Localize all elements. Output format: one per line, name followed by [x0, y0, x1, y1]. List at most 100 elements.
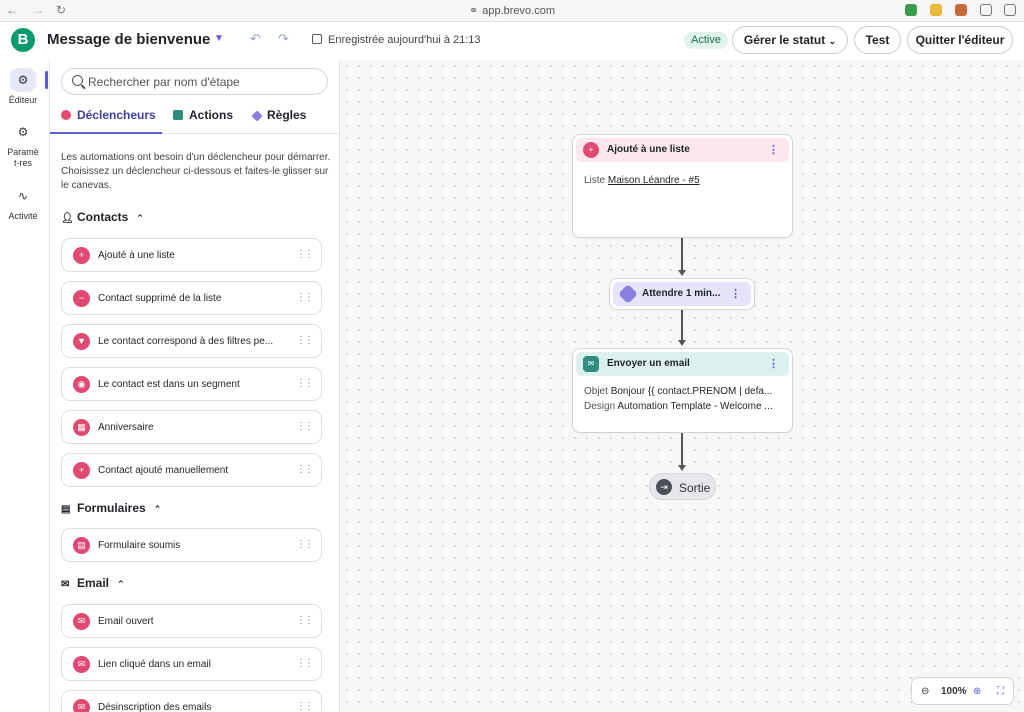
- clock-icon: [618, 284, 638, 304]
- section-email-header[interactable]: ✉Email⌃: [61, 576, 125, 590]
- extension-icon[interactable]: [955, 4, 967, 16]
- extension-icon[interactable]: [905, 4, 917, 16]
- list-item[interactable]: ✉ Lien cliqué dans un email ⋮⋮: [61, 647, 322, 681]
- connector-line: [681, 238, 683, 272]
- tab-label: Règles: [267, 108, 307, 122]
- rail-label: Paramèt-res: [7, 147, 39, 168]
- redo-icon[interactable]: ↷: [278, 31, 289, 46]
- field-label: Liste: [584, 175, 606, 186]
- list-item[interactable]: ◉ Le contact est dans un segment ⋮⋮: [61, 367, 322, 401]
- forward-icon[interactable]: →: [32, 3, 44, 17]
- reload-icon[interactable]: ↻: [56, 3, 67, 17]
- address-bar[interactable]: ⚭app.brevo.com: [0, 4, 1024, 17]
- drag-handle-icon[interactable]: ⋮⋮: [296, 292, 314, 303]
- zoom-out-icon[interactable]: ⊖: [921, 686, 930, 697]
- url-text: app.brevo.com: [482, 5, 555, 17]
- rail-item-settings[interactable]: ⚙ Paramèt-res: [0, 120, 46, 169]
- wait-node[interactable]: Attendre 1 min... ⋮: [609, 278, 755, 310]
- section-title: Contacts: [77, 210, 129, 224]
- test-button[interactable]: Test: [854, 26, 901, 54]
- drag-handle-icon[interactable]: ⋮⋮: [296, 464, 314, 475]
- quit-editor-button[interactable]: Quitter l'éditeur: [907, 26, 1013, 54]
- list-item[interactable]: ▼ Le contact correspond à des filtres pe…: [61, 324, 322, 358]
- send-email-node[interactable]: ✉ Envoyer un email ⋮ Objet Bonjour {{ co…: [572, 348, 793, 433]
- node-title: Attendre 1 min...: [642, 288, 721, 299]
- intro-text: Les automations ont besoin d'un déclench…: [61, 152, 331, 191]
- drag-handle-icon[interactable]: ⋮⋮: [296, 701, 314, 712]
- exit-node[interactable]: ⇥ Sortie: [649, 473, 716, 500]
- back-icon[interactable]: ←: [6, 3, 18, 17]
- workflow-canvas[interactable]: + Ajouté à une liste ⋮ Liste Maison Léan…: [341, 60, 1024, 712]
- calendar-icon: ▦: [73, 419, 90, 436]
- tab-actions[interactable]: Actions: [173, 108, 233, 122]
- node-header: ✉ Envoyer un email ⋮: [576, 352, 789, 376]
- drag-handle-icon[interactable]: ⋮⋮: [296, 378, 314, 389]
- section-forms-header[interactable]: ▤Formulaires⌃: [61, 501, 161, 515]
- more-options-icon[interactable]: ⋮: [768, 358, 779, 370]
- list-item[interactable]: ▤ Formulaire soumis ⋮⋮: [61, 528, 322, 562]
- trigger-dot-icon: [61, 110, 71, 120]
- node-header: + Ajouté à une liste ⋮: [576, 138, 789, 162]
- mail-open-icon: ✉: [73, 613, 90, 630]
- plus-icon: +: [73, 462, 90, 479]
- node-header: Attendre 1 min... ⋮: [613, 282, 751, 306]
- brevo-logo[interactable]: B: [11, 28, 35, 52]
- list-item[interactable]: ✉ Désinscription des emails ⋮⋮: [61, 690, 322, 712]
- undo-icon[interactable]: ↶: [250, 31, 261, 46]
- chevron-up-icon: ⌃: [153, 504, 162, 514]
- page-title[interactable]: Message de bienvenue: [47, 31, 211, 48]
- extension-icon[interactable]: [930, 4, 942, 16]
- field-value: Bonjour {{ contact.PRENOM | defa...: [610, 386, 773, 397]
- arrow-down-icon: [678, 270, 686, 276]
- drag-handle-icon[interactable]: ⋮⋮: [296, 615, 314, 626]
- connector-line: [681, 310, 683, 342]
- active-indicator: [45, 71, 48, 89]
- tab-rules[interactable]: Règles: [251, 108, 307, 122]
- gear-icon: ⚙: [17, 125, 29, 139]
- node-title: Ajouté à une liste: [607, 144, 690, 155]
- exit-label: Sortie: [679, 481, 711, 495]
- drag-handle-icon[interactable]: ⋮⋮: [296, 421, 314, 432]
- drag-handle-icon[interactable]: ⋮⋮: [296, 539, 314, 550]
- section-title: Email: [77, 576, 110, 590]
- sidebar-toggle-icon[interactable]: [1004, 4, 1016, 16]
- list-item[interactable]: ▦ Anniversaire ⋮⋮: [61, 410, 322, 444]
- tab-label: Déclencheurs: [77, 108, 156, 122]
- more-options-icon[interactable]: ⋮: [730, 288, 741, 300]
- drag-handle-icon[interactable]: ⋮⋮: [296, 658, 314, 669]
- list-item[interactable]: + Ajouté à une liste ⋮⋮: [61, 238, 322, 272]
- extension-icon[interactable]: [980, 4, 992, 16]
- list-link[interactable]: Maison Léandre - #5: [607, 175, 700, 186]
- rail-item-editor[interactable]: ⚙ Éditeur: [0, 68, 46, 105]
- activity-icon: ∿: [17, 189, 29, 203]
- action-square-icon: [173, 110, 183, 120]
- app-header: B Message de bienvenue ▼ ↶ ↷ Enregistrée…: [0, 22, 1024, 60]
- document-icon: ▤: [61, 504, 71, 515]
- rail-item-activity[interactable]: ∿ Activité: [0, 184, 46, 221]
- item-label: Contact supprimé de la liste: [98, 293, 222, 304]
- drag-handle-icon[interactable]: ⋮⋮: [296, 335, 314, 346]
- section-contacts-header[interactable]: 👤︎Contacts⌃: [61, 210, 144, 224]
- manage-status-button[interactable]: Gérer le statut ⌄: [732, 26, 848, 54]
- fullscreen-icon[interactable]: ⛶: [997, 686, 1004, 697]
- rail-label: Activité: [8, 211, 38, 221]
- mail-link-icon: ✉: [73, 656, 90, 673]
- node-field-list: Liste Maison Léandre - #5: [584, 175, 700, 186]
- link-icon: ⚭: [469, 5, 479, 17]
- chevron-down-icon[interactable]: ▼: [214, 33, 224, 44]
- zoom-in-icon[interactable]: ⊕: [973, 686, 982, 697]
- tab-triggers[interactable]: Déclencheurs: [61, 108, 156, 122]
- item-label: Formulaire soumis: [98, 540, 181, 551]
- add-user-icon: +: [583, 142, 599, 158]
- user-icon: 👤︎: [61, 213, 74, 224]
- list-item[interactable]: ✉ Email ouvert ⋮⋮: [61, 604, 322, 638]
- list-item[interactable]: − Contact supprimé de la liste ⋮⋮: [61, 281, 322, 315]
- search-box[interactable]: [61, 68, 328, 95]
- segment-icon: ◉: [73, 376, 90, 393]
- trigger-node[interactable]: + Ajouté à une liste ⋮ Liste Maison Léan…: [572, 134, 793, 238]
- search-input[interactable]: [88, 73, 318, 90]
- remove-user-icon: −: [73, 290, 90, 307]
- list-item[interactable]: + Contact ajouté manuellement ⋮⋮: [61, 453, 322, 487]
- drag-handle-icon[interactable]: ⋮⋮: [296, 249, 314, 260]
- more-options-icon[interactable]: ⋮: [768, 144, 779, 156]
